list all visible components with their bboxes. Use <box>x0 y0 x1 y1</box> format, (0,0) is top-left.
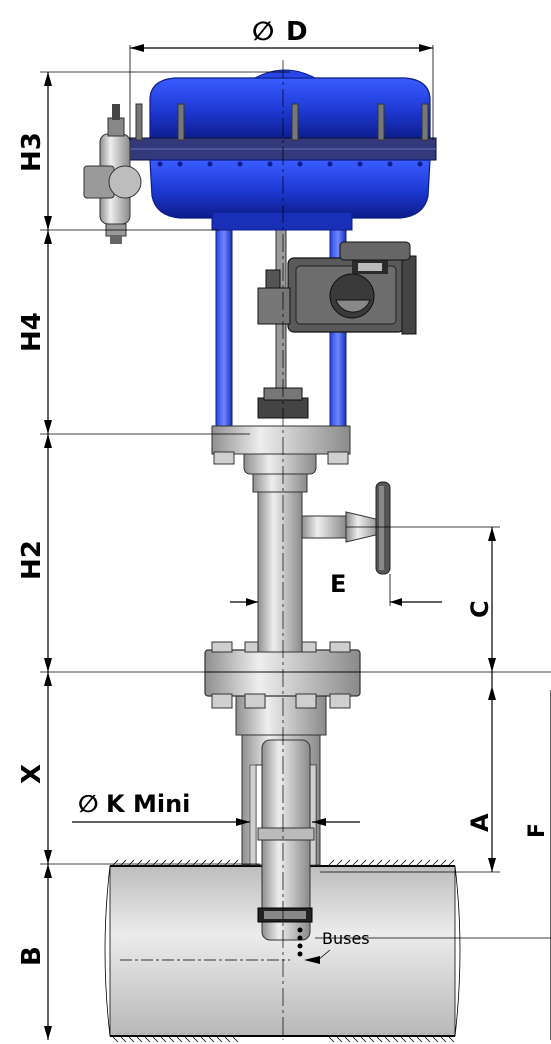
label-d: D <box>286 17 308 47</box>
label-x: X <box>17 764 47 784</box>
hatch-line <box>423 1035 431 1043</box>
hatch-line <box>127 1035 135 1043</box>
hatch-line <box>399 859 407 867</box>
dimension-k-mini: ∅ K Mini <box>72 790 360 826</box>
hatch-line <box>423 859 431 867</box>
hatch-line <box>143 1035 151 1043</box>
hatch-line <box>415 859 423 867</box>
label-a: A <box>466 813 494 832</box>
hatch-line <box>335 1035 343 1043</box>
hatch-line <box>351 1035 359 1043</box>
hatch-line <box>447 859 455 867</box>
hatch-line <box>351 859 359 867</box>
hatch-line <box>159 1035 167 1043</box>
hatch-line <box>383 1035 391 1043</box>
hatch-line <box>207 1035 215 1043</box>
hatch-line <box>175 1035 183 1043</box>
hatch-line <box>327 1035 335 1043</box>
buses-callout: Buses <box>120 929 370 964</box>
hatch-line <box>183 1035 191 1043</box>
body-tube <box>243 433 317 653</box>
hatch-line <box>127 859 135 867</box>
left-dimension-chain: H3 H4 H2 X B <box>17 71 551 1040</box>
hatch-line <box>359 1035 367 1043</box>
diameter-symbol-k: ∅ <box>78 790 99 818</box>
hatch-line <box>135 859 143 867</box>
hatch-line <box>143 859 151 867</box>
hatch-line <box>439 859 447 867</box>
hatch-line <box>159 859 167 867</box>
hatch-line <box>407 859 415 867</box>
hatch-line <box>151 1035 159 1043</box>
dimension-a: A <box>320 672 500 873</box>
label-h3: H3 <box>17 132 47 172</box>
hatch-line <box>199 859 207 867</box>
hatch-line <box>367 1035 375 1043</box>
hatch-line <box>431 1035 439 1043</box>
hatch-line <box>343 1035 351 1043</box>
handwheel <box>301 481 391 575</box>
hatch-line <box>191 859 199 867</box>
hatch-line <box>175 859 183 867</box>
hatch-line <box>359 859 367 867</box>
label-f: F <box>525 823 550 838</box>
label-h4: H4 <box>17 312 47 352</box>
filter-regulator <box>83 104 142 244</box>
pipe-hatching <box>111 859 455 1043</box>
dimension-e: E <box>230 570 442 606</box>
label-h2: H2 <box>17 540 47 580</box>
dimension-c: C <box>346 526 500 672</box>
diameter-symbol-d: ∅ <box>252 17 274 47</box>
hatch-line <box>167 859 175 867</box>
hatch-line <box>439 1035 447 1043</box>
label-b: B <box>17 946 47 966</box>
lower-flange <box>204 641 361 736</box>
hatch-line <box>375 859 383 867</box>
dimension-f: F <box>315 690 551 1040</box>
label-k-mini: K Mini <box>106 790 190 818</box>
insertion-tube <box>241 734 321 957</box>
hatch-line <box>335 859 343 867</box>
hatch-line <box>151 859 159 867</box>
hatch-line <box>191 1035 199 1043</box>
hatch-line <box>231 1035 239 1043</box>
hatch-line <box>167 1035 175 1043</box>
hatch-line <box>111 1035 119 1043</box>
hatch-line <box>391 859 399 867</box>
hatch-line <box>327 859 335 867</box>
label-c: C <box>466 600 494 618</box>
hatch-line <box>207 859 215 867</box>
positioner <box>257 241 417 335</box>
dimension-d: ∅ D <box>129 17 434 140</box>
hatch-line <box>431 859 439 867</box>
hatch-line <box>383 859 391 867</box>
label-buses: Buses <box>322 929 370 948</box>
hatch-line <box>447 1035 455 1043</box>
hatch-line <box>407 1035 415 1043</box>
hatch-line <box>199 1035 207 1043</box>
hatch-line <box>415 1035 423 1043</box>
hatch-line <box>367 859 375 867</box>
hatch-line <box>215 859 223 867</box>
hatch-line <box>399 1035 407 1043</box>
hatch-line <box>111 859 119 867</box>
hatch-line <box>375 1035 383 1043</box>
hatch-line <box>343 859 351 867</box>
hatch-line <box>119 859 127 867</box>
hatch-line <box>215 1035 223 1043</box>
hatch-line <box>223 859 231 867</box>
hatch-line <box>119 1035 127 1043</box>
hatch-line <box>223 1035 231 1043</box>
hatch-line <box>391 1035 399 1043</box>
hatch-line <box>231 859 239 867</box>
hatch-line <box>135 1035 143 1043</box>
label-e: E <box>330 570 346 598</box>
hatch-line <box>183 859 191 867</box>
